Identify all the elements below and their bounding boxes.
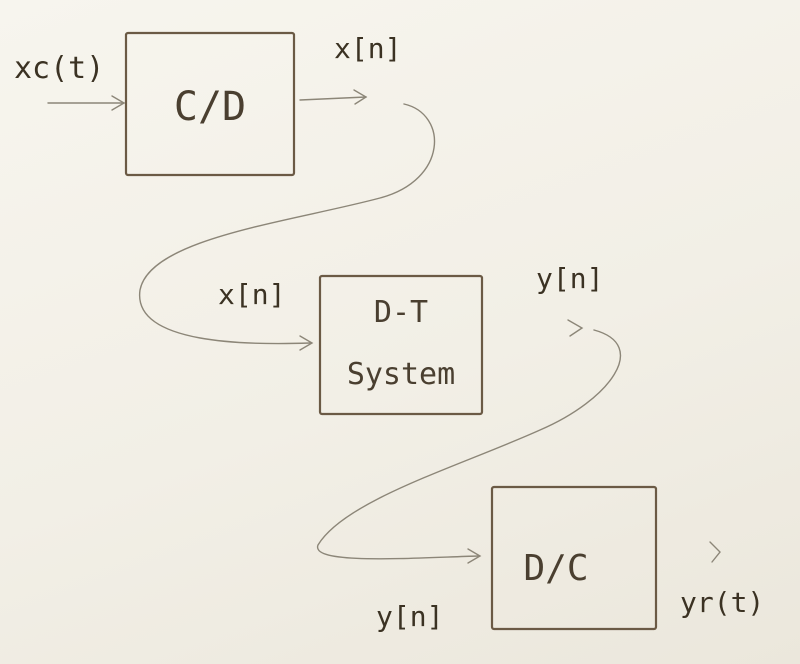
cd-output-arrow	[299, 89, 368, 105]
dc-block: D/C	[490, 485, 658, 631]
yn-mid-label: y[n]	[536, 262, 603, 295]
input-signal-label: xc(t)	[14, 51, 104, 86]
connector-cd-to-dt	[139, 103, 436, 345]
input-arrow	[47, 95, 126, 111]
cd-block-label: C/D	[174, 84, 246, 130]
dt-block-label-line2: System	[347, 357, 455, 392]
xn-mid-label: x[n]	[218, 278, 285, 311]
dc-output-arrowhead	[709, 541, 721, 563]
connector-dt-to-dc	[317, 329, 622, 560]
dt-block-label-line1: D-T	[374, 295, 428, 330]
dt-output-arrowhead	[567, 319, 584, 337]
dt-system-block: D-T System	[318, 274, 484, 416]
cd-block: C/D	[124, 31, 296, 177]
dc-input-arrowhead	[467, 548, 482, 564]
xn-top-label: x[n]	[334, 32, 401, 65]
dt-input-arrowhead	[299, 335, 314, 351]
output-signal-label: yr(t)	[680, 586, 764, 619]
yn-bottom-label: y[n]	[376, 600, 443, 633]
dc-block-label: D/C	[523, 548, 588, 589]
